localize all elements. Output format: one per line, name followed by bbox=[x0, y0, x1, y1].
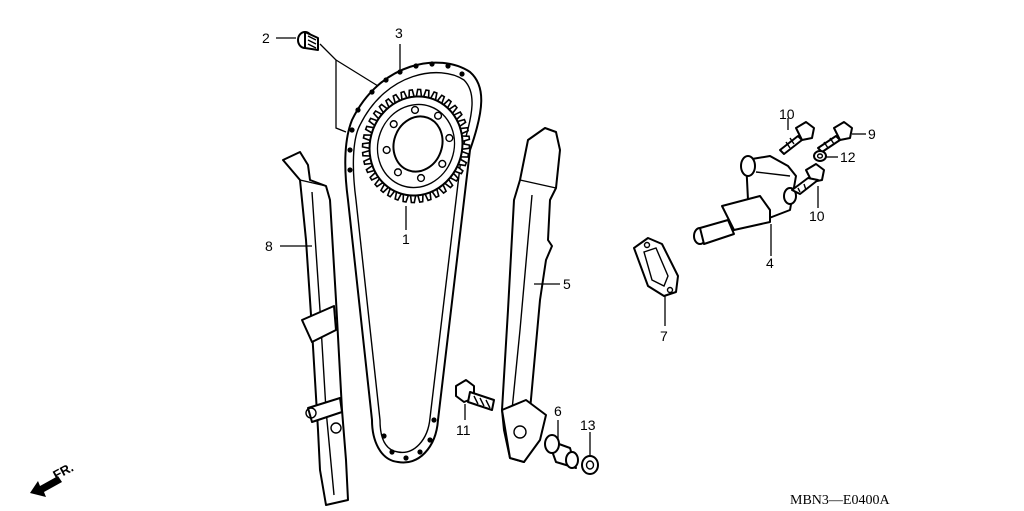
sprocket-tooth bbox=[462, 142, 471, 150]
callout-1: 1 bbox=[402, 231, 410, 247]
drawing-code: MBN3—E0400A bbox=[790, 493, 890, 508]
callout-9: 9 bbox=[868, 126, 876, 142]
callout-13: 13 bbox=[580, 417, 596, 433]
sprocket-bolt-hole bbox=[433, 111, 443, 120]
sprocket-teeth bbox=[361, 88, 471, 204]
chain-links bbox=[347, 61, 465, 461]
callout-5: 5 bbox=[563, 276, 571, 292]
gasket-part-7 bbox=[633, 237, 679, 297]
callout-3: 3 bbox=[395, 25, 403, 41]
bolt-part-10-upper bbox=[779, 121, 815, 155]
bolt-part-10-lower bbox=[791, 163, 825, 195]
sprocket-bolt-hole bbox=[416, 173, 426, 183]
callout-4: 4 bbox=[766, 255, 774, 271]
tensioner-slider-part-5 bbox=[501, 127, 561, 463]
washer-part-12 bbox=[813, 150, 827, 162]
callout-8: 8 bbox=[265, 238, 273, 254]
collar-part-6 bbox=[544, 434, 579, 469]
bolt-part-9 bbox=[817, 121, 853, 153]
chain-guide-part-8 bbox=[282, 151, 349, 506]
callout-10-upper: 10 bbox=[779, 106, 795, 122]
sprocket-bolt-hole bbox=[393, 168, 403, 177]
sprocket-tooth bbox=[361, 149, 371, 157]
front-direction-arrow-icon: FR. bbox=[30, 460, 76, 497]
sprocket-bolt-hole bbox=[410, 105, 420, 115]
tensioner-lifter-part-4 bbox=[693, 155, 797, 245]
callout-10-lower: 10 bbox=[809, 208, 825, 224]
sprocket-tooth bbox=[415, 88, 423, 97]
sprocket-bolt-part-2 bbox=[297, 31, 319, 51]
sprocket-tooth bbox=[408, 88, 415, 98]
callout-6: 6 bbox=[554, 403, 562, 419]
pivot-bolt-part-11 bbox=[455, 379, 495, 411]
sprocket-bolt-hole bbox=[445, 133, 454, 143]
sprocket-tooth bbox=[422, 89, 430, 98]
callout-11: 11 bbox=[456, 422, 471, 438]
washer-part-13 bbox=[581, 455, 599, 475]
sprocket-tooth bbox=[417, 194, 424, 204]
sprocket-tooth bbox=[461, 135, 471, 143]
sprocket-tooth bbox=[402, 194, 410, 203]
cam-sprocket-part-1 bbox=[361, 88, 471, 204]
sprocket-bolt-holes bbox=[382, 105, 454, 183]
callout-7: 7 bbox=[660, 328, 668, 344]
callout-12: 12 bbox=[840, 149, 856, 165]
sprocket-tooth bbox=[409, 195, 417, 204]
sprocket-bolt-hole bbox=[438, 159, 447, 168]
leader-lines bbox=[276, 37, 866, 456]
sprocket-bolt-hole bbox=[382, 145, 391, 155]
sprocket-tooth bbox=[361, 142, 370, 150]
callout-2: 2 bbox=[262, 30, 270, 46]
sprocket-bolt-hole bbox=[389, 120, 398, 129]
